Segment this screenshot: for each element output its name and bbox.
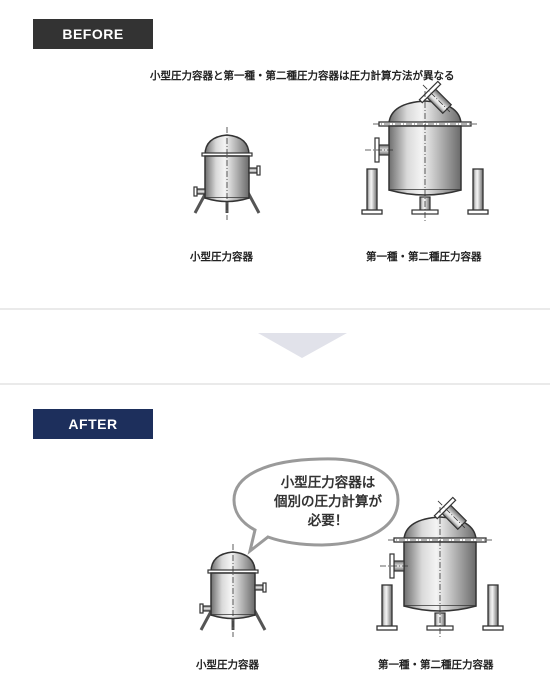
- large-vessel-caption-after: 第一種・第二種圧力容器: [378, 659, 494, 671]
- bubble-line-2: 個別の圧力計算が: [274, 494, 382, 510]
- after-label: AFTER: [33, 409, 153, 439]
- small-vessel-after: [198, 542, 268, 639]
- bubble-line-3: 必要！: [307, 513, 349, 529]
- small-vessel-caption-after: 小型圧力容器: [196, 659, 259, 671]
- speech-bubble: [232, 457, 400, 555]
- before-title: 小型圧力容器と第一種・第二種圧力容器は圧力計算方法が異なる: [150, 70, 455, 82]
- large-vessel-caption-before: 第一種・第二種圧力容器: [366, 251, 482, 263]
- small-vessel-before: [192, 125, 262, 222]
- speech-bubble-text: 小型圧力容器は 個別の圧力計算が 必要！: [248, 474, 408, 531]
- before-label: BEFORE: [33, 19, 153, 49]
- bubble-line-1: 小型圧力容器は: [280, 475, 376, 491]
- large-vessel-before: [361, 75, 489, 222]
- down-arrow-icon: [258, 333, 347, 358]
- small-vessel-caption-before: 小型圧力容器: [190, 251, 253, 263]
